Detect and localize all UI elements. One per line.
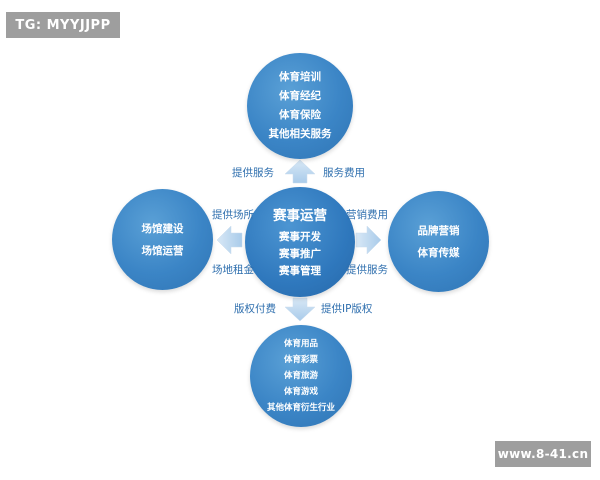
node-left: 场馆建设 场馆运营 bbox=[112, 189, 213, 290]
arrow-right bbox=[355, 225, 382, 255]
node-top-line: 其他相关服务 bbox=[268, 128, 332, 140]
node-bottom-line: 体育旅游 bbox=[283, 371, 318, 381]
arrow-left bbox=[216, 225, 243, 255]
edge-label-left-top: 提供场所 bbox=[212, 209, 254, 221]
edge-label-left-bottom: 场地租金 bbox=[212, 264, 254, 276]
node-bottom: 体育用品 体育彩票 体育旅游 体育游戏 其他体育衍生行业 bbox=[250, 325, 352, 427]
node-bottom-line: 体育游戏 bbox=[283, 387, 318, 397]
arrow-up bbox=[284, 159, 316, 184]
edge-label-top-left: 提供服务 bbox=[232, 167, 274, 179]
node-bottom-line: 体育用品 bbox=[283, 339, 318, 349]
node-left-line: 场馆建设 bbox=[141, 222, 184, 235]
node-bottom-line: 其他体育衍生行业 bbox=[266, 403, 335, 413]
node-bottom-line: 体育彩票 bbox=[283, 355, 318, 365]
node-top-line: 体育培训 bbox=[279, 71, 321, 83]
node-center-line: 赛事管理 bbox=[279, 264, 321, 277]
node-right-line: 体育传媒 bbox=[417, 246, 460, 259]
node-right: 品牌营销 体育传媒 bbox=[388, 191, 489, 292]
edge-label-bottom-right: 提供IP版权 bbox=[321, 303, 373, 315]
edge-label-bottom-left: 版权付费 bbox=[234, 303, 276, 315]
edge-label-top-right: 服务费用 bbox=[323, 167, 365, 179]
watermark-bottom-right: www.8-41.cn bbox=[495, 441, 591, 467]
edge-label-right-top: 营销费用 bbox=[346, 209, 388, 221]
node-left-line: 场馆运营 bbox=[141, 244, 184, 257]
node-center-title: 赛事运营 bbox=[273, 207, 327, 224]
node-center: 赛事运营 赛事开发 赛事推广 赛事管理 bbox=[245, 187, 355, 297]
node-top-line: 体育保险 bbox=[279, 109, 321, 121]
node-right-line: 品牌营销 bbox=[417, 224, 460, 237]
watermark-top-left: TG: MYYJJPP bbox=[6, 12, 120, 38]
arrow-down bbox=[284, 297, 316, 322]
node-center-line: 赛事开发 bbox=[279, 230, 321, 243]
node-center-line: 赛事推广 bbox=[279, 247, 321, 260]
node-top: 体育培训 体育经纪 体育保险 其他相关服务 bbox=[247, 53, 353, 159]
node-top-line: 体育经纪 bbox=[279, 90, 321, 102]
edge-label-right-bottom: 提供服务 bbox=[346, 264, 388, 276]
